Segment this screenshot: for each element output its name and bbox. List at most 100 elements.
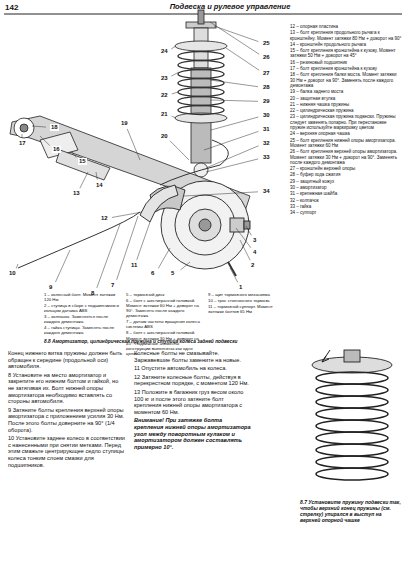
leader-line — [204, 131, 258, 150]
part-description: 19 – балка заднего моста — [290, 89, 402, 94]
legend-entry: 3 – колпачок. Заменяется после каждого д… — [44, 314, 122, 324]
callout-number: 19 — [120, 120, 129, 127]
spring-coil — [316, 456, 388, 468]
body-text: 8 Установите на место амортизатор и закр… — [8, 372, 126, 405]
body-text: Внимание! При затяжке болта крепления ни… — [134, 417, 252, 450]
leader-line — [96, 172, 97, 180]
part-description: 30 – амортизатор — [290, 185, 402, 190]
spring-coil — [178, 79, 224, 88]
callout-number: 18 — [50, 124, 59, 131]
text-column: 12 – опорная пластина13 – болт крепления… — [290, 24, 402, 217]
drawing-stroke — [14, 118, 34, 138]
leader-line — [226, 48, 259, 70]
legend-entry: 10 – трос стояночного тормоза — [208, 298, 286, 303]
body-text: 11 Опустите автомобиль на колеса. — [134, 365, 252, 372]
callout-number: 2 — [250, 262, 255, 269]
callout-number: 9 — [48, 284, 53, 291]
part-description: 27 – кронштейн верхней опоры — [290, 166, 402, 171]
figure-caption: 8.7 Установите пружину подвески так, что… — [300, 500, 402, 524]
drawing-stroke — [230, 218, 244, 232]
legend-entry: 7 – датчик частоты вращения колеса систе… — [126, 319, 204, 329]
callout-number: 22 — [160, 92, 169, 99]
body-text: Конец нижнего витка пружины должен быть … — [8, 350, 126, 370]
callout-number: 5 — [170, 270, 175, 277]
legend-entry: 1 – колесный болт. Момент затяжки 120 Нм — [44, 292, 122, 302]
spring-coil — [316, 408, 388, 420]
leader-line — [210, 22, 259, 54]
part-description: 25 – болт крепления нижней опоры амортиз… — [290, 138, 402, 149]
drawing-stroke — [199, 219, 211, 231]
drawing-stroke — [56, 150, 110, 180]
callout-number: 16 — [52, 146, 61, 153]
spring-coil — [178, 61, 224, 70]
spring-coil — [178, 106, 224, 115]
part-description: 24 – верхняя опорная чашка — [290, 131, 402, 136]
leader-line — [170, 141, 189, 160]
leader-line — [55, 250, 70, 282]
part-description: 28 – буфер хода сжатия — [290, 172, 402, 177]
part-description: 34 – суппорт — [290, 210, 402, 215]
callout-number: 20 — [160, 133, 169, 140]
leader-line — [16, 264, 18, 268]
part-description: 32 – колпачок — [290, 198, 402, 203]
part-description: 18 – болт крепления балки моста. Момент … — [290, 72, 402, 88]
callout-number: 1 — [238, 284, 243, 291]
body-text: 10 Установите заднее колесо в соответств… — [8, 435, 126, 468]
leader-line — [32, 126, 46, 127]
part-description: 17 – болт крепления кронштейна к кузову — [290, 66, 402, 71]
spring-coil — [178, 70, 224, 79]
spring-coil — [316, 396, 388, 408]
leader-line — [206, 159, 258, 172]
leader-line — [22, 134, 23, 138]
spring-coil — [316, 468, 388, 480]
leader-line — [211, 100, 258, 101]
leader-line — [230, 268, 238, 282]
brake-disc — [140, 181, 250, 269]
callout-number: 31 — [262, 126, 271, 133]
drawing-stroke — [140, 185, 178, 222]
leader-line — [180, 262, 190, 270]
drawing-stroke — [322, 350, 330, 362]
leader-line — [112, 212, 142, 217]
part-description: 12 – опорная пластина — [290, 24, 402, 29]
callout-number: 3 — [252, 237, 257, 244]
callout-number: 30 — [262, 112, 271, 119]
cable — [18, 140, 236, 276]
callout-number: 27 — [262, 70, 271, 77]
part-description: 26 – болт крепления верхней опоры аморти… — [290, 149, 402, 165]
page-number: 142 — [5, 3, 18, 12]
part-description: 23 – цилиндрическая пружина подвески. Пр… — [290, 114, 402, 130]
part-description: 13 – болт крепления продольного рычага к… — [290, 30, 402, 41]
spring-coil — [316, 372, 388, 384]
callout-number: 13 — [72, 190, 81, 197]
text-column: Колесные болты не смазывайте. Заржавевши… — [134, 350, 252, 452]
text-column: 9 – щит тормозного механизма10 – трос ст… — [208, 292, 286, 315]
leader-line — [172, 116, 176, 118]
drawing-stroke — [198, 10, 204, 24]
callout-number: 25 — [262, 40, 271, 47]
drawing-stroke — [228, 262, 236, 276]
callout-number: 26 — [262, 54, 271, 61]
callout-number: 28 — [262, 84, 271, 91]
callout-number: 14 — [95, 182, 104, 189]
leader-line — [184, 192, 258, 196]
callout-number: 24 — [160, 48, 169, 55]
legend-entry: 4 – гайка ступицы. Заменять после каждог… — [44, 325, 122, 335]
drawing-stroke — [175, 195, 235, 255]
part-description: 20 – защитная втулка — [290, 96, 402, 101]
leader-line — [211, 117, 258, 130]
part-description: 16 – резиновый подшипник — [290, 60, 402, 65]
callout-number: 7 — [110, 282, 115, 289]
legend-entry: 5 – тормозной диск — [126, 292, 204, 297]
drawing-stroke — [344, 350, 360, 362]
drawing-stroke — [175, 41, 227, 51]
leader-line — [117, 216, 138, 280]
leader-line — [206, 146, 259, 168]
body-text: Колесные болты не смазывайте. Заржавевши… — [134, 350, 252, 363]
body-text: 9 Затяните болты крепления верхней опоры… — [8, 407, 126, 433]
legend-entry: 6 – болт с шестигранной головкой. Момент… — [126, 298, 204, 318]
leader-line — [158, 248, 170, 268]
text-column: 1 – колесный болт. Момент затяжки 120 Нм… — [44, 292, 122, 337]
